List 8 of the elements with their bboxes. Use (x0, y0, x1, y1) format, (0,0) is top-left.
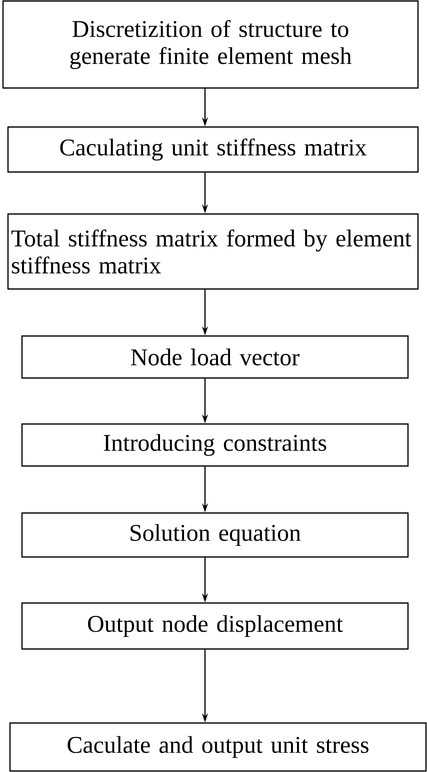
process-box: Node load vector (21, 335, 409, 379)
process-box: Solution equation (21, 512, 409, 558)
process-box: Caculate and output unit stress (9, 722, 427, 772)
process-box: Introducing constraints (21, 423, 409, 467)
process-box: Discretizition of structure to generate finite element mesh (2, 0, 419, 89)
process-box: Output node displacement (21, 602, 409, 650)
process-box: Total stiffness matrix formed by element stiffness matrix (7, 213, 419, 290)
process-box: Caculating unit stiffness matrix (7, 126, 419, 173)
